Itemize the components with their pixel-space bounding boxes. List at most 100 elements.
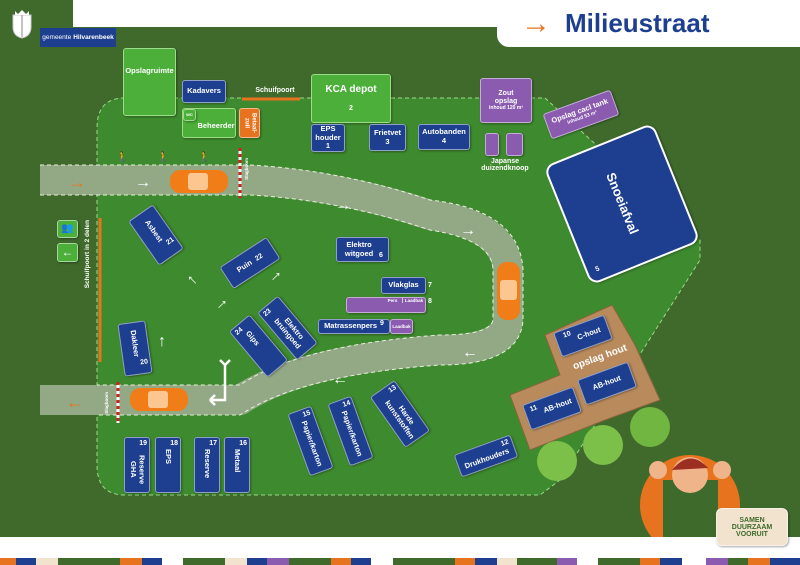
wc: WC	[183, 109, 196, 121]
trees	[537, 407, 670, 481]
label: KCA depot	[325, 83, 377, 95]
japanse-container	[485, 133, 499, 156]
label: Puin	[234, 257, 254, 275]
number: 1	[325, 141, 331, 151]
number: 15	[301, 409, 312, 419]
number: 24	[233, 326, 245, 337]
number: 20	[139, 357, 149, 366]
municipality-crest-icon	[12, 10, 32, 39]
turn-arrow-icon	[209, 359, 231, 406]
slagboom-label-bottom: Slagboom	[104, 392, 109, 414]
label: Matrassenpers	[324, 321, 378, 331]
mascot	[640, 455, 740, 537]
label: Betaal-zuil	[243, 112, 257, 133]
label: WC	[186, 111, 193, 117]
opslagruimte: Opslagruimte	[123, 48, 176, 116]
label: Laadbak	[392, 323, 411, 329]
label: Asbest	[143, 218, 165, 244]
svg-text:🚶: 🚶	[157, 150, 169, 163]
capacity: inhoud 120 m³	[489, 104, 523, 111]
number: 16	[239, 440, 247, 447]
number: 4	[441, 136, 447, 145]
car-bottom	[130, 388, 188, 411]
kadavers: Kadavers	[182, 80, 226, 103]
label: AB-hout	[591, 373, 623, 393]
number: 3	[385, 136, 390, 146]
label: Snoeiafval	[603, 170, 642, 237]
japanse-container	[506, 133, 523, 156]
direction-arrow-icon: ←	[462, 344, 478, 361]
number: 2	[349, 105, 353, 113]
betaalzuil: Betaal-zuil	[239, 108, 260, 138]
direction-arrow-icon: →	[135, 174, 151, 191]
japanse-label: Japanse duizendknoop	[481, 158, 529, 172]
label: Autobanden	[422, 127, 466, 137]
number: 14	[341, 399, 352, 409]
vlakglas: Vlakglas	[381, 277, 426, 294]
number: 21	[165, 236, 176, 247]
pedestrian-icons: 🚶 🚶 🚶	[116, 150, 210, 163]
car-right	[497, 262, 520, 320]
exit-arrow-icon: ←	[66, 392, 84, 412]
number: 18	[170, 440, 178, 447]
label: Reserve GHA	[129, 454, 147, 485]
emergency-exit-arrow-icon: ←	[57, 243, 78, 262]
laadbak-label: Laadbak	[402, 298, 425, 304]
label: Vlakglas	[388, 280, 419, 290]
road-edge	[40, 164, 524, 416]
matrassenpers-laadbak: Laadbak	[390, 319, 413, 334]
schuifpoort-2-delen-label: Schuifpoort in 2 delen	[84, 220, 91, 289]
schuifpoort-label: Schuifpoort	[255, 87, 295, 94]
vlakglas-number: 7	[428, 282, 432, 289]
yard-map: → → → ← ← ↑ ↑ ↑ ↑ → ← 🚶🚶🚶	[40, 97, 740, 537]
label: Gips	[243, 328, 262, 348]
pers-laadbak-8: Pers Laadbak	[346, 297, 426, 313]
label: Frietvet	[373, 127, 402, 137]
number: 9	[380, 320, 384, 327]
number: 5	[594, 265, 601, 274]
label: C-hout	[575, 324, 602, 342]
number: 13	[387, 384, 398, 395]
number: 6	[379, 252, 383, 259]
label: Dakleer	[128, 329, 142, 358]
number: 11	[529, 404, 539, 414]
kca-depot: KCA depot 2	[311, 74, 391, 123]
municipality-prefix: gemeente	[42, 34, 72, 41]
brand-line: VOORUIT	[736, 530, 768, 538]
brand-line: DUURZAAM	[731, 523, 773, 531]
title-box: → Milieustraat	[497, 0, 800, 47]
assembly-point-icon: 👥	[57, 220, 78, 238]
row8-number: 8	[428, 298, 432, 305]
direction-arrow-icon: →	[460, 222, 476, 239]
number: 10	[562, 330, 572, 340]
entry-arrow-icon: →	[68, 172, 86, 192]
pers-label: Pers	[387, 298, 398, 303]
municipality-name: Hilvarenbeek	[73, 34, 114, 41]
svg-text:🚶: 🚶	[116, 150, 128, 163]
direction-arrow-icon: →	[335, 197, 351, 214]
slagboom-label-top: Slagboom	[244, 158, 249, 180]
number: 22	[253, 252, 265, 263]
svg-text:🚶: 🚶	[198, 150, 210, 163]
label: AB-hout	[542, 396, 573, 415]
label: Beheerder	[197, 120, 235, 130]
label: Kadavers	[187, 86, 221, 96]
label: EPS houder	[315, 124, 341, 142]
number: 17	[209, 440, 217, 447]
car-top	[170, 170, 228, 193]
page-title: Milieustraat	[565, 8, 710, 38]
label: EPS	[164, 449, 174, 465]
direction-arrow-icon: ↑	[158, 333, 166, 350]
number: 19	[139, 440, 147, 447]
